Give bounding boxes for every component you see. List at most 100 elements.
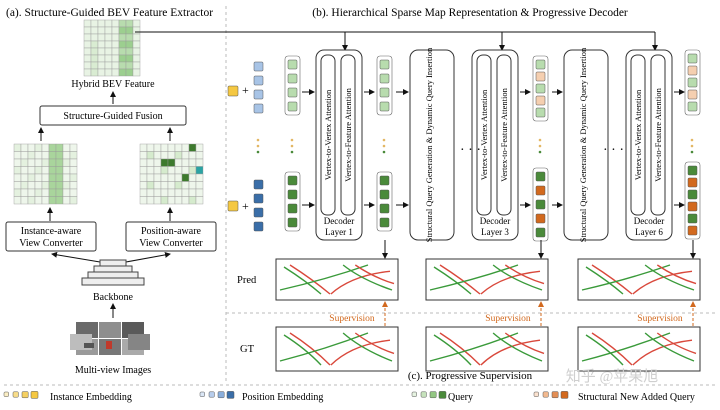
dot: [538, 144, 542, 148]
bev-cell: [55, 158, 64, 167]
bev-cell: [153, 158, 162, 167]
bev-cell: [69, 173, 78, 182]
bev-cell: [13, 181, 22, 190]
bev-cell: [41, 143, 50, 152]
query-cube: [687, 177, 698, 188]
bev-cell: [181, 151, 190, 160]
plus-top: +: [242, 83, 249, 97]
bev-cell: [111, 61, 120, 70]
dot: [382, 150, 386, 154]
map-polyline: [492, 332, 543, 362]
bev-cell: [139, 181, 148, 190]
bev-cell: [48, 181, 57, 190]
bev-cell: [132, 40, 141, 49]
query-cube: [687, 65, 698, 76]
bev-cell: [62, 181, 71, 190]
bev-cell: [41, 196, 50, 205]
legend-icons: [3, 391, 569, 399]
bev-cell: [41, 181, 50, 190]
instance-embedding-icon: [30, 391, 39, 399]
bev-cell: [188, 188, 197, 197]
map-panel: [275, 258, 399, 301]
instance-embedding-icon: [21, 391, 29, 399]
map-polyline: [342, 332, 393, 362]
query-cube: [535, 59, 546, 70]
bev-cell: [181, 188, 190, 197]
bev-cell: [13, 196, 22, 205]
query-cube: [287, 101, 298, 112]
instance-embedding-icon: [3, 391, 9, 397]
structure-guided-fusion-box: [39, 105, 187, 126]
map-polyline: [480, 339, 541, 366]
query-cube: [379, 87, 390, 98]
position-embedding-icon: [199, 391, 205, 397]
bev-cell: [139, 143, 148, 152]
query-cube: [687, 213, 698, 224]
bev-cell: [118, 68, 127, 77]
query-columns: [256, 49, 701, 242]
position-embedding-cube: [253, 207, 264, 218]
decoder-6-line2: Layer 6: [635, 227, 663, 237]
bev-cell: [139, 151, 148, 160]
query-cube: [535, 71, 546, 82]
supervision-label-1: Supervision: [329, 314, 375, 324]
bev-cell: [167, 143, 176, 152]
decoder-layer-1: Vertex-to-Vertex Attention Vertex-to-Fea…: [315, 49, 363, 241]
bev-cell: [34, 166, 43, 175]
ellipsis-2: · · ·: [603, 143, 624, 158]
bev-cell: [174, 188, 183, 197]
bev-cell: [97, 40, 106, 49]
map-polyline: [591, 332, 633, 366]
bev-cell: [118, 47, 127, 56]
bev-cell: [48, 188, 57, 197]
bev-cell: [188, 151, 197, 160]
section-b-title: (b). Hierarchical Sparse Map Representat…: [312, 7, 628, 19]
decoder-layer-3: Vertex-to-Vertex Attention Vertex-to-Fea…: [471, 49, 519, 241]
dot: [256, 144, 260, 148]
map-polyline: [283, 266, 322, 295]
bev-cell: [174, 158, 183, 167]
map-polyline: [656, 332, 697, 355]
query-cube: [535, 171, 546, 182]
bev-cell: [139, 188, 148, 197]
bev-cell: [27, 158, 36, 167]
bev-cell: [41, 158, 50, 167]
bev-cell: [83, 33, 92, 42]
bev-cell: [181, 143, 190, 152]
query-cube: [287, 59, 298, 70]
bev-cell: [153, 151, 162, 160]
bev-cell: [13, 158, 22, 167]
bev-cell: [188, 173, 197, 182]
bev-cell: [104, 19, 113, 28]
map-polyline: [492, 264, 543, 291]
query-cube: [535, 185, 546, 196]
bev-cell: [160, 158, 169, 167]
bev-cell: [34, 173, 43, 182]
bev-cell: [188, 166, 197, 175]
query-cube: [379, 175, 390, 186]
bev-cell: [97, 19, 106, 28]
bev-cell: [90, 26, 99, 35]
bev-cell: [90, 61, 99, 70]
bev-cell: [62, 166, 71, 175]
bev-cell: [97, 61, 106, 70]
map-polyline: [289, 332, 331, 366]
dot: [538, 138, 542, 142]
bev-cell: [69, 181, 78, 190]
query-column-frame: [376, 171, 393, 232]
instance-embedding-cube: [227, 200, 239, 212]
map-polyline: [585, 334, 624, 366]
bev-cell: [181, 196, 190, 205]
bev-cell: [181, 158, 190, 167]
map-panel: [425, 326, 549, 372]
hybrid-bev-label: Hybrid BEV Feature: [71, 79, 155, 90]
query-icon: [420, 391, 427, 398]
bev-cell: [174, 173, 183, 182]
bev-cell: [83, 54, 92, 63]
query-cube: [687, 201, 698, 212]
bev-cell: [146, 188, 155, 197]
bev-cell: [111, 26, 120, 35]
position-embedding-cube: [253, 179, 264, 190]
instance-aware-converter-line2: View Converter: [19, 238, 83, 249]
